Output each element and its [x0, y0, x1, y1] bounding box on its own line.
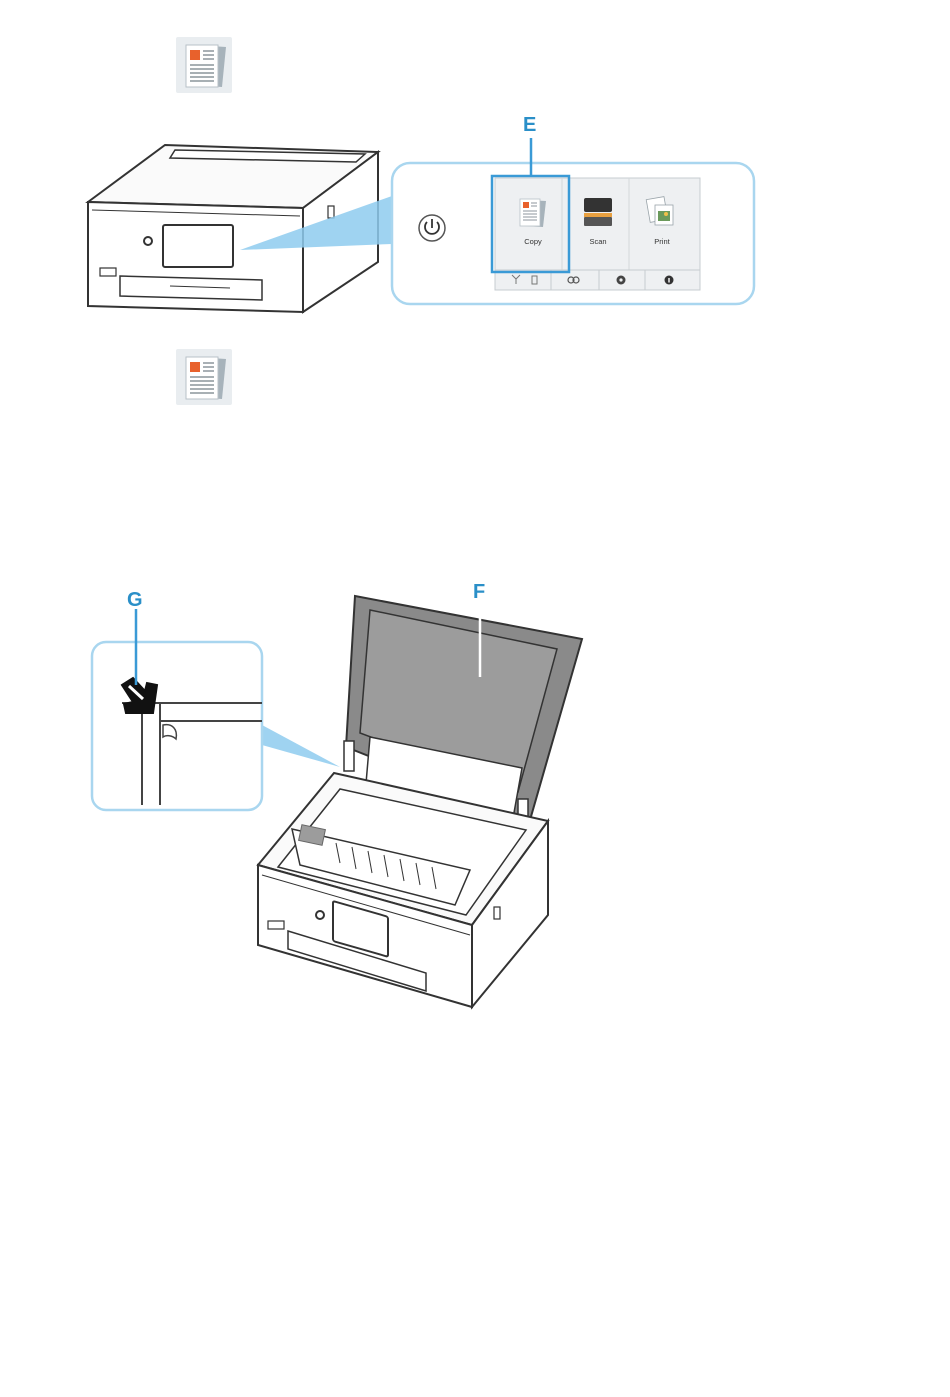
settings-icon: [617, 276, 626, 285]
printer-operation-panel-illustration: Copy Scan Print: [0, 110, 950, 320]
copy-mode-icon: [176, 37, 232, 93]
callout-label-e: E: [523, 114, 536, 137]
printer-open-cover-illustration: [0, 585, 950, 1015]
callout-label-f: F: [473, 581, 485, 604]
document-icon: [176, 37, 232, 93]
copy-button-label[interactable]: Copy: [524, 237, 542, 246]
power-icon: [419, 215, 445, 241]
copy-button-icon: [520, 199, 546, 227]
callout-label-g: G: [127, 589, 143, 612]
document-icon: [176, 349, 232, 405]
printer-body-open: [258, 596, 582, 1007]
platen-corner-callout-frame: [92, 642, 262, 810]
scan-button-icon: [584, 198, 612, 226]
info-icon: [665, 276, 674, 285]
zoom-beam-2: [262, 725, 340, 767]
scan-button-label[interactable]: Scan: [589, 237, 606, 246]
copy-mode-icon-2: [176, 349, 232, 405]
print-button-label[interactable]: Print: [654, 237, 670, 246]
